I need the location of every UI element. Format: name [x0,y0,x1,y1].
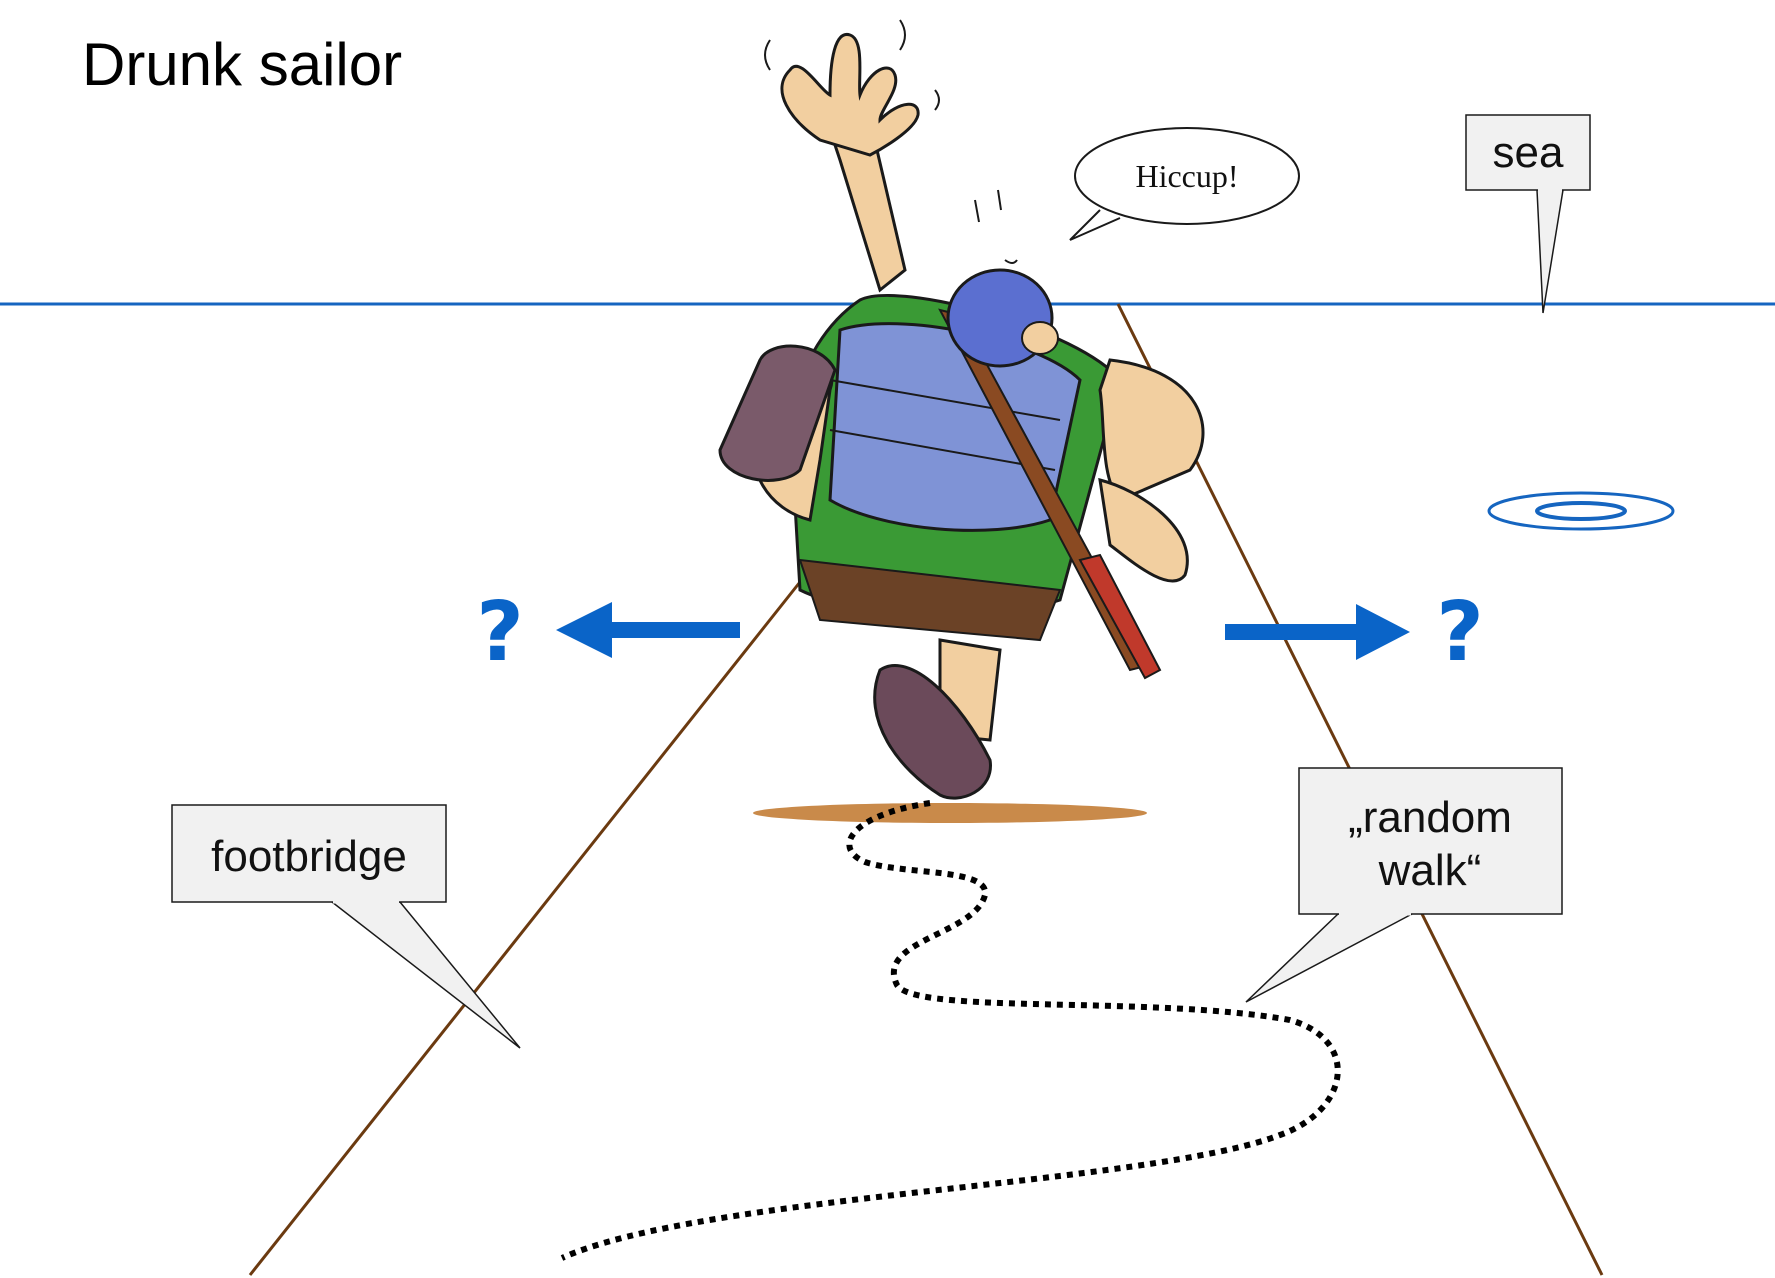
water-ripple [1487,491,1675,531]
left-question-mark: ? [476,585,524,680]
right-direction: ? [1225,585,1484,680]
callout-random-walk: „random walk“ [1245,767,1563,1003]
callout-footbridge: footbridge [171,804,521,1049]
left-direction: ? [476,585,740,680]
callout-random-walk-line1: „random [1348,793,1512,842]
callout-sea: sea [1465,114,1591,314]
callout-footbridge-label: footbridge [211,832,407,881]
left-arrow-icon [556,602,612,658]
speech-bubble: Hiccup! [1069,127,1300,241]
ground-spot [753,803,1147,823]
callout-sea-label: sea [1493,128,1564,177]
right-question-mark: ? [1436,585,1484,680]
sailor-figure [718,19,1205,800]
footbridge-left-edge [248,581,802,1276]
page-title: Drunk sailor [82,31,402,98]
callout-random-walk-line2: walk“ [1378,846,1482,895]
speech-bubble-text: Hiccup! [1135,158,1238,194]
random-walk-path [560,800,1341,1261]
right-arrow-icon [1356,604,1410,660]
